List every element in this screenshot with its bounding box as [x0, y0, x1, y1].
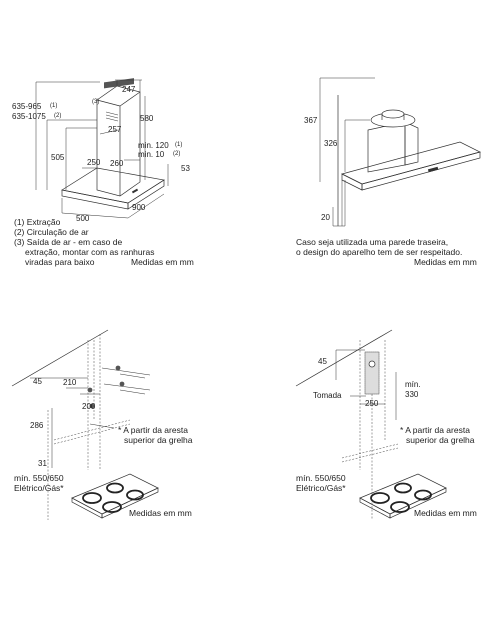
chimney-height-label: 580	[140, 114, 154, 123]
panel4-min-type: Elétrico/Gás*	[296, 483, 346, 493]
min-10-ref: (2)	[173, 151, 180, 157]
hole-spacing-200: 200	[82, 402, 96, 411]
height-extraction-ref: (1)	[50, 103, 57, 109]
height-extraction-label: 635-965	[12, 102, 42, 111]
panel3-min-type: Elétrico/Gás*	[14, 483, 64, 493]
side-caption-line-2: o design do aparelho tem de ser respeita…	[296, 247, 462, 257]
chimney-drawing	[96, 78, 141, 197]
note-line-3: (3) Saída de ar - em caso de	[14, 237, 122, 247]
canopy-depth-label: 500	[76, 214, 90, 223]
side-offset-20: 20	[321, 213, 330, 222]
dimension-lines-panel2	[319, 77, 375, 227]
height-recirculation-label: 635-1075	[12, 112, 46, 121]
side-height-326: 326	[324, 139, 338, 148]
dimension-lines-panel3	[30, 377, 100, 468]
bracket-offset-31: 31	[38, 459, 47, 468]
height-recirculation-ref: (2)	[54, 113, 61, 119]
panel3-note-line-1: * A partir da aresta	[118, 425, 188, 435]
socket-position-drawing	[295, 329, 447, 520]
panel4-note-line-1: * A partir da aresta	[400, 425, 470, 435]
side-height-367: 367	[304, 116, 318, 125]
chimney-slots	[104, 78, 134, 122]
min-120-ref: (1)	[175, 142, 182, 148]
side-caption-line-1: Caso seja utilizada uma parede traseira,	[296, 237, 448, 247]
socket-height-330: 330	[405, 390, 419, 399]
panel4-note-line-2: superior da grelha	[406, 435, 475, 445]
socket-width-250: 250	[365, 399, 379, 408]
canopy-thickness-label: 53	[181, 164, 190, 173]
panel-hood-dimensions: 635-965 (1) 635-1075 (2) (3) 247 257 580…	[12, 78, 194, 267]
side-view-drawing	[337, 95, 481, 226]
panel3-note-line-2: superior da grelha	[124, 435, 193, 445]
cooktop-drawing	[71, 473, 159, 519]
wall-mounting-drawing	[11, 329, 159, 520]
canopy-drawing	[61, 167, 165, 210]
chimney-base-width-label: 250	[87, 158, 101, 167]
canopy-width-label: 900	[132, 203, 146, 212]
canopy-height-label: 505	[51, 153, 65, 162]
panel-side-view: 367 326 20 Caso seja utilizada uma pared…	[296, 77, 481, 267]
dimension-lines-panel1	[35, 79, 169, 219]
cooktop-drawing	[359, 473, 447, 519]
outlet-ref-label: (3)	[92, 99, 99, 105]
note-line-2: (2) Circulação de ar	[14, 227, 89, 237]
note-line-1: (1) Extração	[14, 217, 61, 227]
dimension-lines-panel4	[335, 349, 397, 420]
panel4-units: Medidas em mm	[414, 508, 477, 518]
panel4-min-distance: mín. 550/650	[296, 473, 346, 483]
min-120-label: min. 120	[138, 141, 169, 150]
min-10-label: min. 10	[138, 150, 165, 159]
socket-label: Tomada	[313, 391, 342, 400]
panel-wall-mounting: 45 210 200 286 31 * A partir da aresta s…	[11, 329, 193, 520]
chimney-width-label: 247	[122, 85, 136, 94]
note-line-4: extração, montar com as ranhuras	[25, 247, 154, 257]
panel1-units: Medidas em mm	[131, 257, 194, 267]
panel2-units: Medidas em mm	[414, 257, 477, 267]
bracket-height-286: 286	[30, 421, 44, 430]
wall-offset-45: 45	[33, 377, 42, 386]
panel-socket-position: 45 Tomada mín. 330 250 * A partir da are…	[295, 329, 477, 520]
socket-min-label: mín.	[405, 380, 421, 389]
hole-spacing-210: 210	[63, 378, 77, 387]
panel3-min-distance: mín. 550/650	[14, 473, 64, 483]
socket-offset-45: 45	[318, 357, 327, 366]
chimney-depth-label: 257	[108, 125, 122, 134]
note-line-5: viradas para baixo	[25, 257, 95, 267]
chimney-base-depth-label: 260	[110, 159, 124, 168]
panel3-units: Medidas em mm	[129, 508, 192, 518]
